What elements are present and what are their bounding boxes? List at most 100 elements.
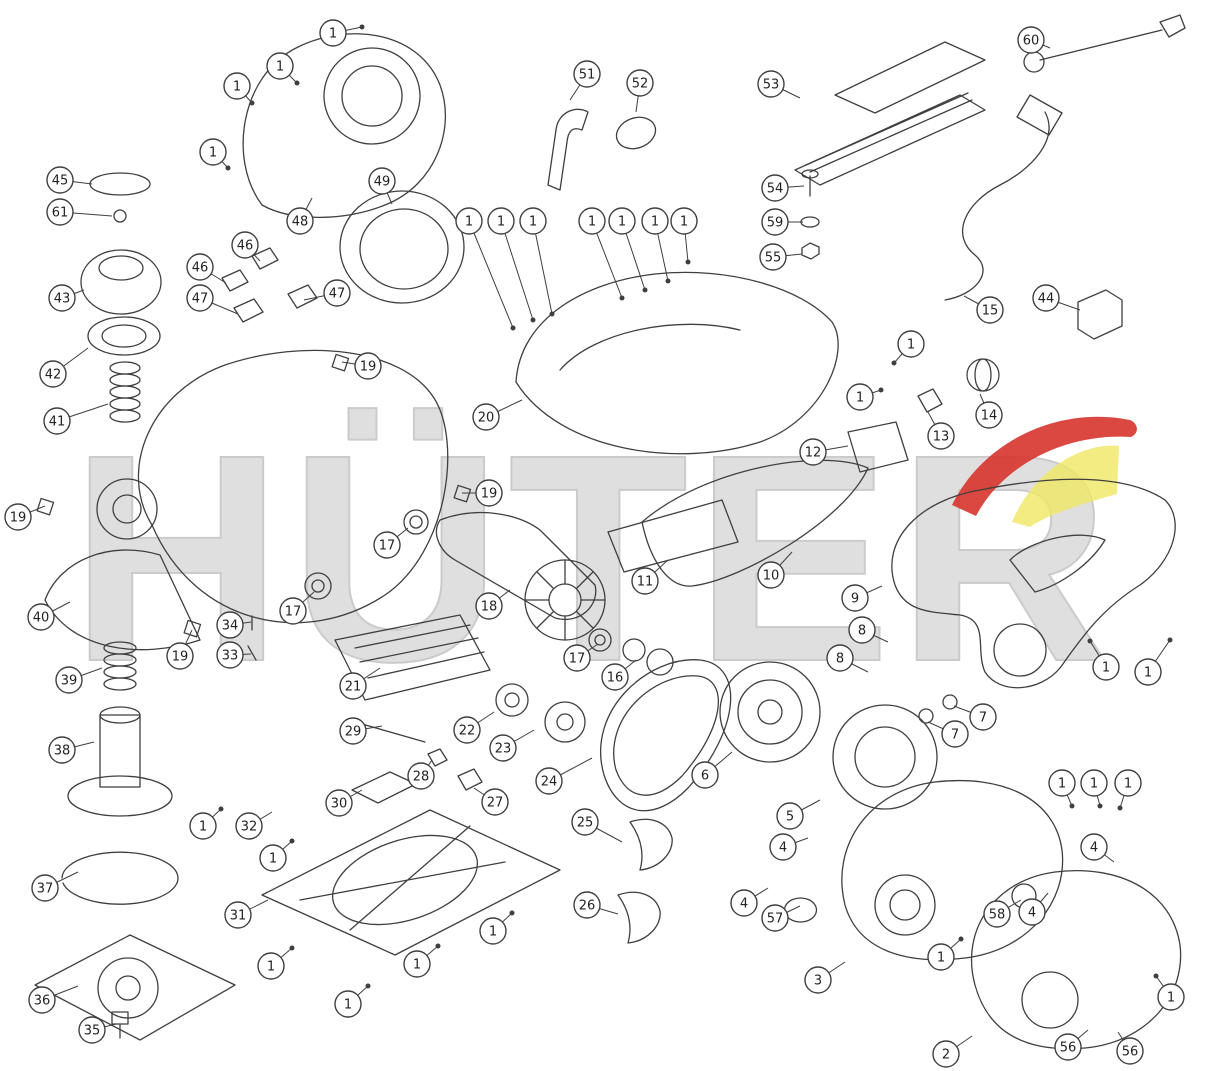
callout-1: 1: [487, 207, 536, 323]
callout-balloon: [1157, 983, 1185, 1011]
callout-number: 7: [979, 711, 987, 726]
callout-16: 16: [601, 659, 637, 691]
callout-number: 28: [413, 770, 430, 785]
callout-number: 18: [481, 600, 498, 615]
callout-8: 8: [826, 644, 869, 673]
screw-glyph: [510, 325, 516, 331]
callout-balloon: [730, 889, 758, 917]
part-ring-37: [61, 851, 179, 905]
callout-number: 17: [379, 539, 396, 554]
part-gasket-57: [783, 897, 818, 923]
callout-number: 1: [269, 852, 277, 867]
callout-number: 24: [541, 775, 558, 790]
screw-glyph: [1069, 803, 1075, 809]
callout-57: 57: [761, 904, 801, 932]
part-side-cover: [970, 870, 1182, 1050]
screw-glyph: [891, 360, 897, 366]
part-clip-47: [233, 298, 264, 323]
part-rear-handle: [891, 478, 1176, 689]
callout-number: 38: [54, 744, 71, 759]
callout-1: 1: [846, 383, 884, 411]
callout-balloon: [941, 720, 969, 748]
callout-balloon: [475, 592, 503, 620]
callout-number: 30: [331, 797, 348, 812]
screw-glyph: [218, 806, 224, 812]
callout-20: 20: [472, 399, 523, 431]
callout-32: 32: [235, 811, 273, 840]
part-clip-46: [221, 269, 249, 292]
callout-number: 17: [285, 605, 302, 620]
callout-number: 31: [230, 909, 247, 924]
callout-balloon: [846, 383, 874, 411]
callout-47: 47: [303, 279, 351, 307]
callout-13: 13: [927, 411, 955, 450]
callout-balloon: [368, 167, 396, 195]
part-gear-housing: [841, 779, 1064, 961]
callout-balloon: [519, 207, 547, 235]
callout-35: 35: [78, 1016, 117, 1044]
callout-balloon: [608, 207, 636, 235]
callout-41: 41: [43, 403, 109, 435]
callout-40: 40: [27, 601, 71, 631]
callout-1: 1: [319, 19, 365, 47]
part-spring-41: [109, 409, 141, 423]
callout-27: 27: [473, 787, 509, 816]
callout-17: 17: [563, 643, 599, 672]
callout-balloon: [216, 641, 244, 669]
callout-balloon: [27, 603, 55, 631]
part-column: [99, 714, 141, 788]
screw-glyph: [1153, 973, 1159, 979]
part-bearing: [403, 509, 429, 535]
part-bearing: [588, 628, 612, 652]
part-fence-ruler: [794, 94, 986, 186]
callout-number: 19: [10, 511, 27, 526]
callout-balloon: [799, 438, 827, 466]
callout-balloon: [757, 70, 785, 98]
part-big-pulley: [737, 679, 803, 745]
callout-number: 44: [1038, 292, 1055, 307]
part-rear-handle-boss: [993, 623, 1047, 677]
part-wrench-fork: [1159, 14, 1186, 38]
callout-number: 47: [192, 292, 209, 307]
callout-balloon: [1048, 769, 1076, 797]
part-fence-plate: [834, 41, 986, 114]
callout-51: 51: [569, 60, 601, 101]
callout-balloon: [626, 69, 654, 97]
callout-45: 45: [46, 166, 93, 194]
callout-balloon: [897, 330, 925, 358]
screw-glyph: [365, 983, 371, 989]
callout-number: 27: [487, 796, 504, 811]
callout-2: 2: [932, 1035, 973, 1068]
callout-number: 36: [34, 994, 51, 1009]
callout-balloon: [975, 401, 1003, 429]
callout-1: 1: [641, 207, 671, 284]
callout-34: 34: [216, 611, 252, 639]
part-gear-housing-boss: [874, 874, 936, 936]
callout-number: 21: [345, 680, 362, 695]
callout-number: 1: [199, 820, 207, 835]
callout-1: 1: [519, 207, 555, 317]
callout-number: 1: [489, 925, 497, 940]
callout-number: 14: [981, 409, 998, 424]
callout-balloon: [189, 812, 217, 840]
callout-1: 1: [334, 983, 371, 1018]
part-knob: [80, 249, 162, 315]
screw-glyph: [878, 387, 884, 393]
callout-30: 30: [325, 789, 363, 817]
callout-balloon: [78, 1016, 106, 1044]
callout-balloon: [453, 716, 481, 744]
part-box-44: [1077, 289, 1123, 340]
callout-number: 58: [989, 908, 1006, 923]
callout-balloon: [826, 644, 854, 672]
part-square-nut: [331, 353, 350, 372]
callout-1: 1: [608, 207, 648, 293]
callout-number: 17: [569, 652, 586, 667]
callout-balloon: [641, 207, 669, 235]
callout-balloon: [759, 243, 787, 271]
callout-balloon: [216, 611, 244, 639]
callout-number: 19: [481, 487, 498, 502]
callout-balloon: [1054, 1033, 1082, 1061]
callout-number: 1: [588, 215, 596, 230]
callout-1: 1: [199, 138, 231, 171]
